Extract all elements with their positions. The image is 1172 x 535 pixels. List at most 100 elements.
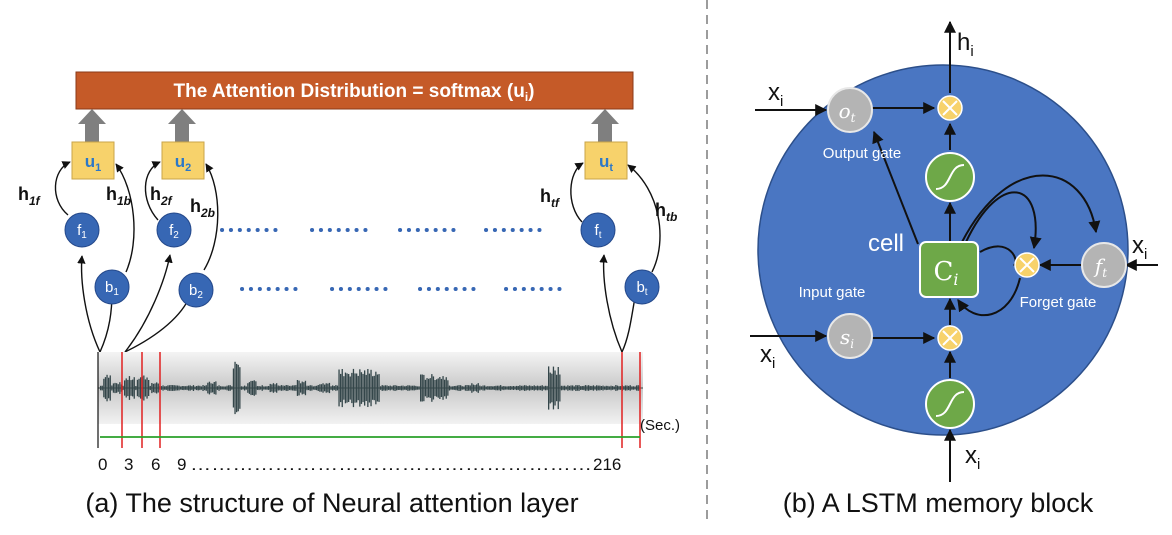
waveform-sample: [256, 386, 259, 390]
waveform-sample: [503, 386, 505, 391]
waveform-sample: [520, 385, 523, 391]
waveform-sample: [397, 386, 399, 390]
waveform-sample: [392, 385, 395, 391]
waveform-sample: [376, 374, 379, 402]
u-to-attention-arrows: [78, 109, 619, 142]
waveform-sample: [589, 385, 591, 391]
waveform-sample: [279, 385, 281, 391]
waveform-sample: [554, 370, 556, 406]
waveform-sample: [480, 386, 483, 390]
waveform-sample: [607, 385, 609, 390]
waveform-sample: [205, 385, 207, 391]
waveform-sample: [591, 385, 593, 391]
waveform-sample: [165, 386, 167, 390]
waveform-sample: [530, 385, 532, 391]
waveform-sample: [312, 386, 315, 390]
waveform-sample: [333, 386, 335, 390]
svg-text:u1: u1: [85, 152, 102, 174]
backward-node-t: bt: [624, 269, 660, 305]
waveform-sample: [226, 385, 228, 391]
waveform-sample: [615, 385, 617, 391]
waveform-sample: [551, 373, 553, 403]
waveform-sample: [599, 385, 601, 391]
waveform-sample: [412, 385, 414, 391]
waveform-sample: [207, 382, 209, 394]
waveform-sample: [344, 372, 347, 404]
waveform-sample: [636, 385, 638, 391]
waveform-sample: [151, 383, 153, 394]
waveform-sample: [439, 377, 441, 399]
waveform-sample: [351, 372, 353, 404]
waveform-sample: [330, 386, 332, 390]
waveform-sample: [240, 386, 243, 390]
waveform-sample: [576, 385, 579, 391]
waveform-sample: [466, 385, 468, 391]
waveform-sample: [477, 383, 479, 393]
waveform-sample: [322, 383, 324, 393]
waveform-sample: [327, 383, 329, 393]
waveform-sample: [586, 385, 588, 391]
waveform-sample: [100, 385, 102, 391]
waveform-sample: [303, 382, 305, 394]
waveform-sample: [122, 385, 124, 391]
waveform-sample: [485, 386, 487, 390]
tick-label: 9: [177, 455, 186, 474]
hidden-label-tb: htb: [655, 200, 677, 224]
waveform-sample: [232, 368, 235, 408]
waveform-sample: [349, 376, 351, 400]
unit-label: (Sec.): [640, 417, 680, 434]
waveform-sample: [178, 385, 180, 391]
waveform-sample: [184, 386, 187, 390]
waveform-sample: [196, 386, 198, 391]
forget-gate-label: Forget gate: [1020, 294, 1097, 311]
waveform-sample: [594, 386, 596, 390]
waveform-sample: [592, 385, 595, 391]
waveform-sample: [357, 375, 359, 401]
waveform-sample: [346, 373, 348, 403]
input-gate: si: [827, 313, 873, 359]
waveform-sample: [546, 385, 548, 391]
waveform-sample: [133, 377, 135, 399]
waveform-sample: [245, 386, 247, 390]
waveform-sample: [208, 381, 211, 395]
waveform-sample: [119, 382, 121, 394]
waveform-sample: [404, 386, 406, 390]
waveform-sample: [583, 385, 585, 391]
waveform-sample: [608, 386, 611, 390]
waveform-sample: [252, 380, 254, 395]
waveform-sample: [496, 385, 499, 391]
input-x-label-bottom: xi: [965, 442, 980, 473]
waveform-sample: [570, 385, 572, 391]
input-gate-label: Input gate: [799, 284, 866, 301]
waveform-sample: [612, 386, 614, 390]
svg-text:u2: u2: [175, 152, 192, 174]
waveform-sample: [340, 373, 342, 403]
u-box-2: u2: [161, 141, 205, 180]
waveform-sample: [504, 386, 507, 390]
waveform-sample: [629, 385, 631, 391]
up-arrow-icon: [78, 109, 106, 142]
waveform-sample: [308, 385, 310, 391]
waveform-sample: [557, 367, 559, 410]
waveform-sample: [149, 385, 151, 391]
waveform-sample: [572, 385, 574, 391]
attention-distribution-bar: [75, 71, 634, 110]
waveform-sample: [474, 385, 476, 391]
waveform-sample: [549, 372, 551, 404]
waveform-sample: [434, 380, 436, 397]
waveform-sample: [493, 386, 495, 390]
waveform-sample: [421, 374, 423, 402]
waveform-sample: [108, 377, 110, 399]
waveform-sample: [248, 382, 251, 394]
waveform-sample: [180, 386, 182, 390]
waveform-sample: [218, 385, 220, 391]
waveform-sample: [517, 386, 519, 390]
rnn-connections: [54, 161, 661, 353]
waveform-sample: [325, 383, 327, 393]
waveform-sample: [197, 385, 199, 391]
waveform-sample: [152, 383, 155, 393]
io-labels: hi xi xi xi xi: [760, 29, 1147, 473]
tick-label: 3: [124, 455, 133, 474]
waveform-sample: [336, 385, 339, 391]
waveform-sample: [596, 385, 598, 391]
